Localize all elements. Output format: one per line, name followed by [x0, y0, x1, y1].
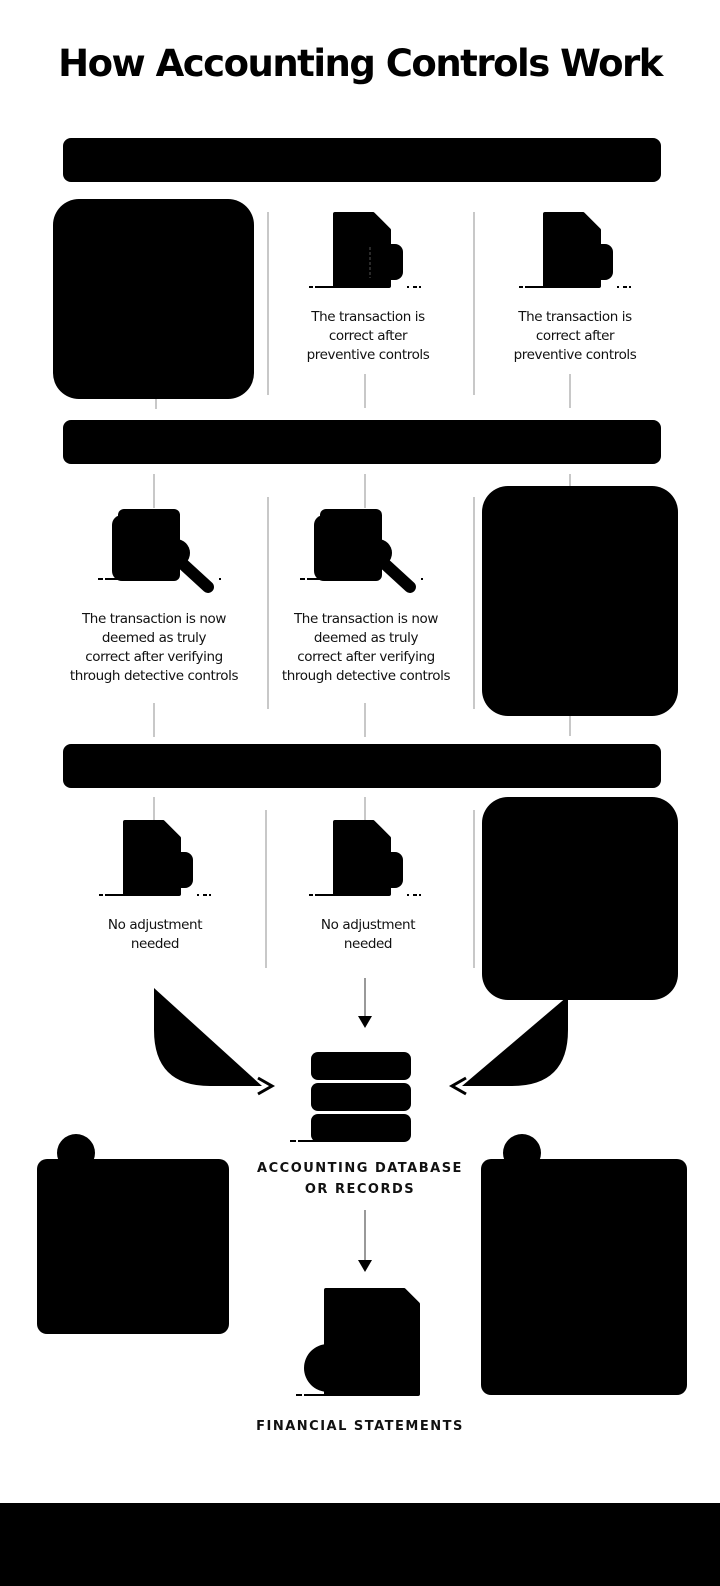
- column-divider: [473, 212, 475, 395]
- column-divider: [265, 810, 267, 968]
- right-panel-body: [481, 1159, 687, 1395]
- label-line: ACCOUNTING DATABASE: [257, 1161, 463, 1176]
- connector-line: [569, 374, 571, 408]
- left-panel-body: [37, 1159, 229, 1334]
- caption-line: No adjustment: [320, 917, 416, 933]
- connector-line: [569, 474, 571, 488]
- row3-col1-caption: No adjustment needed: [80, 916, 230, 954]
- caption-line: correct after verifying: [297, 649, 435, 665]
- connector-line: [364, 797, 366, 821]
- caption-line: The transaction is now: [293, 611, 439, 627]
- caption-line: needed: [130, 936, 180, 952]
- row2-col1-caption: The transaction is now deemed as truly c…: [68, 610, 240, 686]
- caption-line: correct after verifying: [85, 649, 223, 665]
- right-side-panel: [481, 1134, 687, 1395]
- row3-header-bar: [63, 744, 661, 788]
- row1-header-bar: [63, 138, 661, 182]
- connector-line: [153, 797, 155, 821]
- database-icon: [290, 1050, 430, 1145]
- document-icon: [515, 210, 635, 290]
- caption-line: correct after: [535, 328, 615, 344]
- connector-line: [569, 716, 571, 736]
- column-divider: [473, 497, 475, 709]
- database-label: ACCOUNTING DATABASE OR RECORDS: [200, 1158, 520, 1200]
- row1-col3-caption: The transaction is correct after prevent…: [490, 308, 660, 365]
- flow-arrows: [154, 978, 568, 1096]
- caption-line: through detective controls: [69, 668, 239, 684]
- connector-line: [364, 703, 366, 737]
- page-title: How Accounting Controls Work: [58, 42, 663, 85]
- caption-line: preventive controls: [513, 347, 637, 363]
- financial-statement-icon: [296, 1286, 436, 1401]
- connector-line: [153, 474, 155, 508]
- magnifier-document-icon: [96, 507, 226, 597]
- connector-line: [364, 474, 366, 508]
- column-divider: [267, 497, 269, 709]
- row1-col1-redacted-box: [53, 199, 254, 399]
- financial-statements-label: FINANCIAL STATEMENTS: [256, 1419, 464, 1434]
- footer-bar: [0, 1503, 720, 1586]
- caption-line: No adjustment: [107, 917, 203, 933]
- row2-col2-caption: The transaction is now deemed as truly c…: [280, 610, 452, 686]
- document-icon: [305, 818, 425, 898]
- connector-line: [153, 703, 155, 737]
- row3-col2-caption: No adjustment needed: [293, 916, 443, 954]
- document-icon: [95, 818, 215, 898]
- caption-line: The transaction is now: [81, 611, 227, 627]
- caption-line: preventive controls: [306, 347, 430, 363]
- label-line: OR RECORDS: [304, 1182, 416, 1197]
- caption-line: through detective controls: [281, 668, 451, 684]
- caption-line: deemed as truly: [313, 630, 419, 646]
- caption-line: deemed as truly: [101, 630, 207, 646]
- column-divider: [473, 810, 475, 968]
- row2-header-bar: [63, 420, 661, 464]
- magnifier-document-icon: [298, 507, 428, 597]
- column-divider: [267, 212, 269, 395]
- document-icon: [305, 210, 425, 290]
- row2-col3-redacted-box: [482, 486, 678, 716]
- caption-line: correct after: [328, 328, 408, 344]
- caption-line: needed: [343, 936, 393, 952]
- arrow-down-icon: [358, 1210, 372, 1272]
- caption-line: The transaction is: [518, 309, 632, 325]
- connector-line: [155, 399, 157, 409]
- row3-col3-redacted-box: [482, 797, 678, 1000]
- caption-line: The transaction is: [311, 309, 425, 325]
- connector-line: [364, 374, 366, 408]
- left-side-panel: [37, 1134, 229, 1334]
- row1-col2-caption: The transaction is correct after prevent…: [283, 308, 453, 365]
